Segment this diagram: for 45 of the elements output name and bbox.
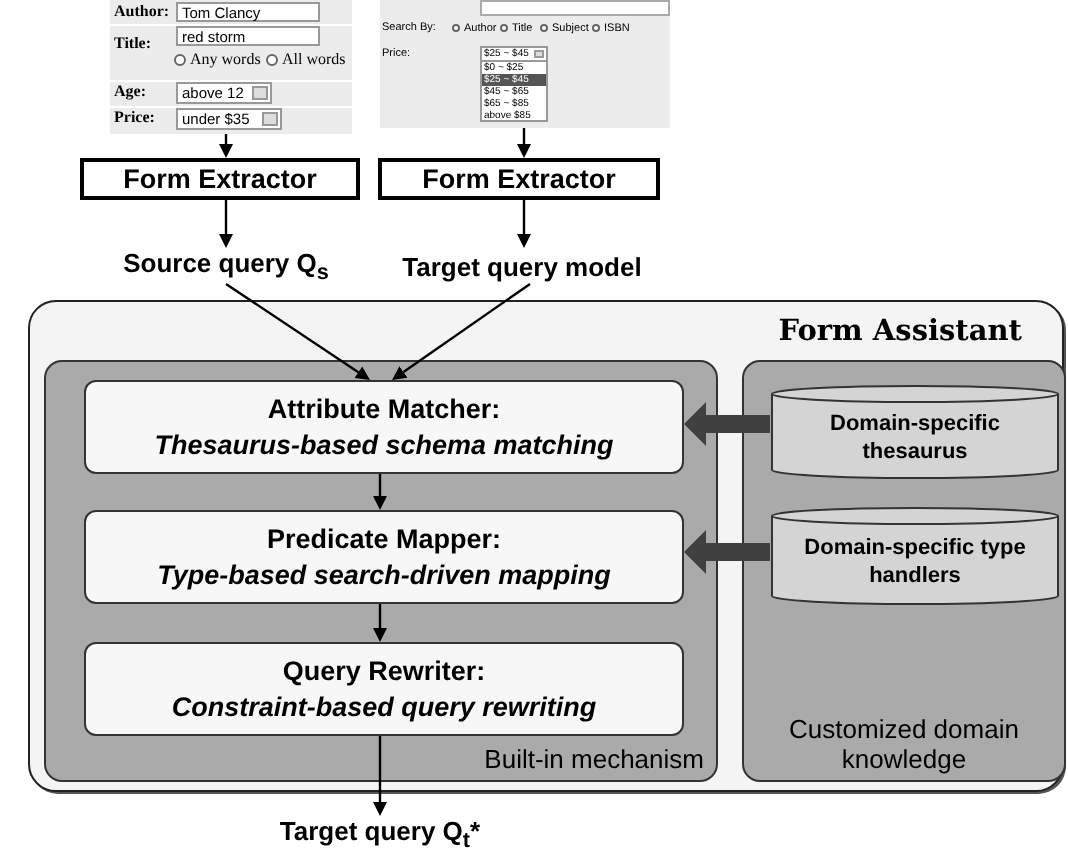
form-screenshot <box>380 0 670 128</box>
box-title: Form Extractor <box>123 164 317 194</box>
arrow <box>225 283 370 380</box>
field-label: Price: <box>114 110 155 126</box>
system-container <box>28 300 1064 792</box>
process-box <box>80 158 360 200</box>
arrow <box>373 736 387 816</box>
component-description: Constraint-based query rewriting <box>171 689 597 725</box>
field-label: Age: <box>114 84 146 100</box>
radio-option: All words <box>266 52 346 68</box>
box-title: Form Extractor <box>422 164 616 194</box>
field-label: Author: <box>114 4 170 20</box>
arrow <box>392 283 531 380</box>
component-box <box>84 510 684 604</box>
arrow <box>219 134 233 158</box>
arrow <box>373 474 387 510</box>
arrow <box>684 530 770 574</box>
output-label: Source query Q$_{s}$ <box>123 247 329 285</box>
arrow <box>684 402 770 446</box>
module-panel <box>742 360 1066 782</box>
output-label: Target query Q$_{t}$* <box>279 815 481 853</box>
container-title: Form Assistant <box>778 314 1022 348</box>
field-label: Title: <box>114 36 152 52</box>
panel-label: Built-in mechanism <box>484 744 704 776</box>
arrow <box>517 128 531 158</box>
arrow <box>219 200 233 248</box>
component-box <box>84 380 684 474</box>
component-name: Predicate Mapper: <box>266 521 502 557</box>
database-cylinder <box>770 384 1060 480</box>
arrow <box>517 200 531 248</box>
process-box <box>378 158 660 200</box>
arrow <box>373 604 387 642</box>
database-cylinder <box>770 506 1060 606</box>
component-box <box>84 642 684 736</box>
panel-label: Customized domain knowledge <box>787 713 1021 776</box>
component-name: Attribute Matcher: <box>267 391 501 427</box>
component-description: Type-based search-driven mapping <box>157 557 611 593</box>
form-screenshot <box>110 0 352 134</box>
module-panel <box>44 360 718 782</box>
component-name: Query Rewriter: <box>282 653 486 689</box>
database-label: Domain-specific type handlers <box>802 533 1028 591</box>
radio-option: Any words <box>174 52 261 68</box>
output-label: Target query model <box>402 251 642 281</box>
database-label: Domain-specific thesaurus <box>828 409 1002 467</box>
component-description: Thesaurus-based schema matching <box>154 427 614 463</box>
